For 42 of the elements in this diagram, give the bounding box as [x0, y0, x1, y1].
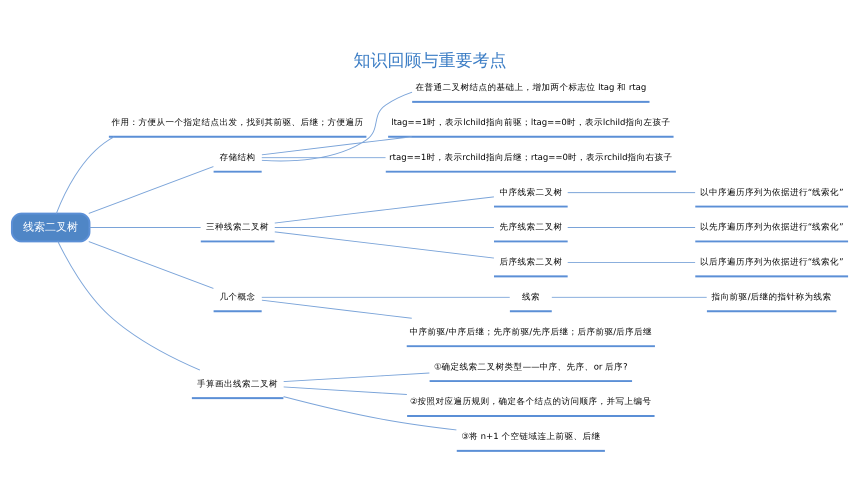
connector: [261, 296, 510, 298]
connector: [567, 227, 696, 228]
node-box: 线索二叉树: [10, 212, 90, 242]
node-text: 线索: [522, 292, 540, 302]
node-text: rtag==1时，表示rchild指向后继；rtag==0时，表示rchild指向右孩子: [389, 152, 673, 163]
connector: [274, 227, 494, 228]
connector: [88, 241, 214, 289]
node-text: 中序线索二叉树: [499, 188, 562, 198]
connector: [56, 136, 115, 214]
connector: [567, 262, 696, 263]
node-text: ltag==1时，表示lchild指向前驱；ltag==0时，表示lchild指向左孩子: [391, 118, 670, 128]
connector: [551, 296, 708, 298]
connector: [283, 386, 408, 395]
node-text: ①确定线索二叉树类型——中序、先序、or 后序?: [434, 362, 628, 372]
node-text: ③将 n+1 个空链域连上前驱、后继: [461, 432, 600, 442]
node-text: 作用：方便从一个指定结点出发，找到其前驱、后继；方便遍历: [112, 118, 364, 128]
connector: [261, 92, 413, 162]
connector: [283, 372, 430, 382]
node-text: 后序线索二叉树: [499, 258, 562, 268]
node-text: 手算画出线索二叉树: [197, 379, 278, 390]
node-text: ②按照对应遍历规则，确定各个结点的访问顺序，并写上编号: [410, 397, 652, 408]
connector: [88, 166, 214, 214]
diagram-title: 知识回顾与重要考点: [354, 50, 506, 71]
node-text: 几个概念: [220, 292, 256, 302]
connector: [261, 157, 386, 158]
connector: [274, 231, 494, 259]
connector: [274, 196, 494, 224]
node-text: 在普通二叉树结点的基础上，增加两个标志位 ltag 和 rtag: [415, 83, 646, 94]
node-text: 三种线索二叉树: [206, 222, 270, 233]
node-text: 存储结构: [220, 152, 256, 163]
connector: [283, 396, 457, 430]
connector: [57, 241, 200, 371]
node-text: 以后序遍历序列为依据进行“线索化”: [700, 258, 844, 268]
connector: [261, 300, 412, 319]
connector: [567, 192, 696, 194]
connector: [89, 227, 202, 228]
node-text: 指向前驱/后继的指针称为线索: [712, 292, 832, 302]
node-text: 以先序遍历序列为依据进行“线索化”: [700, 222, 844, 233]
connector: [261, 136, 412, 156]
node-text: 以中序遍历序列为依据进行“线索化”: [700, 188, 844, 198]
node-text: 中序前驱/中序后继；先序前驱/先序后继；后序前驱/后序后继: [410, 327, 652, 338]
node-text: 先序线索二叉树: [499, 222, 562, 233]
